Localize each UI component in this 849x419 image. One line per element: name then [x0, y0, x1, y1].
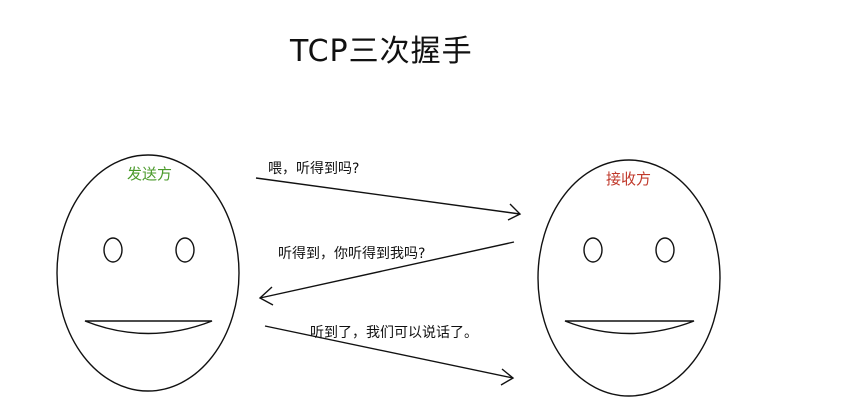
sender-head	[56, 154, 240, 392]
receiver-left-eye	[583, 237, 603, 263]
message-3: 听到了，我们可以说话了。	[310, 325, 478, 341]
arrow-ack	[264, 325, 515, 386]
sender-label: 发送方	[127, 165, 173, 183]
sender-mouth	[84, 320, 213, 335]
message-2: 听得到，你听得到我吗?	[278, 246, 426, 262]
sender-left-eye	[103, 237, 123, 263]
receiver-label: 接收方	[606, 170, 652, 188]
receiver-head	[537, 159, 721, 397]
sender-right-eye	[175, 237, 195, 263]
arrow-syn-ack	[258, 241, 515, 306]
message-1: 喂，听得到吗?	[268, 161, 360, 177]
arrow-syn	[255, 177, 522, 221]
diagram-title: TCP三次握手	[290, 34, 473, 69]
receiver-mouth	[564, 320, 695, 335]
sender-face	[56, 154, 240, 392]
receiver-face	[537, 159, 721, 397]
receiver-right-eye	[655, 237, 675, 263]
